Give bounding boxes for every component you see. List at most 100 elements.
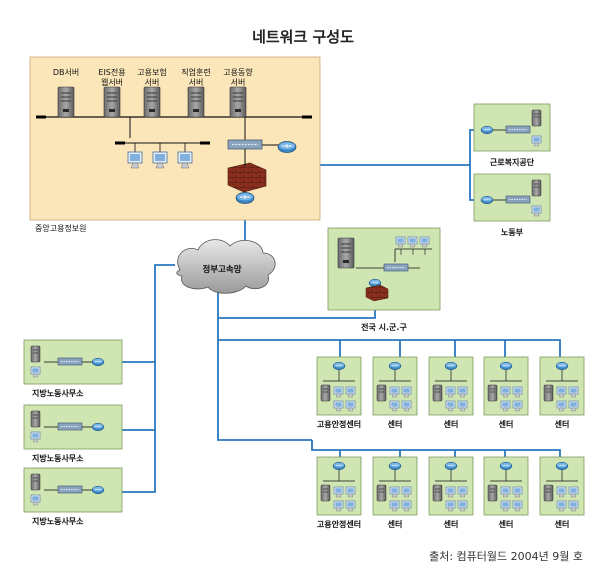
hq-server-label: DB서버 — [53, 67, 79, 77]
labor-office-site — [23, 339, 123, 385]
labor-office-label: 지방노동사무소 — [32, 388, 84, 398]
center-site-row2 — [539, 456, 585, 516]
local-gov-switch-icon — [383, 263, 409, 272]
center-server-icon — [432, 384, 443, 402]
center-label: 센터 — [499, 419, 514, 429]
local-gov-label: 전국 시.군.구 — [361, 322, 407, 332]
office-server-icon — [30, 410, 41, 428]
center-router-icon — [444, 461, 458, 471]
office-router-icon — [91, 485, 105, 495]
center-router-icon — [332, 461, 346, 471]
center-server-icon — [320, 484, 331, 502]
hq-site — [29, 56, 321, 221]
center-router-icon — [388, 361, 402, 371]
center-router-icon — [332, 361, 346, 371]
government-network-cloud: 정부고속망 — [176, 239, 276, 294]
center-label: 센터 — [444, 419, 459, 429]
hq-server-label: 서버 — [145, 77, 160, 87]
labor-office-site — [23, 467, 123, 513]
office-server-icon — [30, 473, 41, 491]
center-server-icon — [432, 484, 443, 502]
center-router-icon — [499, 461, 513, 471]
center-label: 센터 — [388, 519, 403, 529]
site-router-icon — [480, 125, 494, 135]
office-router-icon — [91, 422, 105, 432]
center-server-icon — [376, 384, 387, 402]
center-label: 센터 — [444, 519, 459, 529]
server-icon — [187, 86, 205, 118]
hq-server-label: 서버 — [189, 77, 204, 87]
labor-office-label: 지방노동사무소 — [32, 516, 84, 526]
labor-office-label: 지방노동사무소 — [32, 453, 84, 463]
center-router-icon — [499, 361, 513, 371]
center-server-icon — [543, 484, 554, 502]
center-router-icon — [555, 361, 569, 371]
labor-office-site — [23, 404, 123, 450]
office-switch-icon — [57, 485, 83, 494]
center-server-icon — [376, 484, 387, 502]
right-site-1 — [473, 103, 551, 152]
local-gov-server-icon — [337, 237, 355, 269]
cloud-label: 정부고속망 — [202, 264, 241, 275]
local-gov-firewall-icon — [365, 284, 389, 302]
hq-server-label: 서버 — [231, 77, 246, 87]
center-server-icon — [487, 384, 498, 402]
hq-box — [29, 56, 321, 221]
hq-server-label: 고용동향 — [223, 68, 253, 77]
center-site-row1 — [316, 356, 362, 416]
source-caption: 출처: 컴퓨터월드 2004년 9월 호 — [429, 550, 583, 563]
local-government-site — [327, 227, 441, 311]
site-switch-icon — [505, 125, 531, 134]
center-site-row1 — [483, 356, 529, 416]
hq-gateway-router-icon — [235, 192, 255, 204]
center-server-icon — [543, 384, 554, 402]
diagram-title: 네트워크 구성도 — [252, 28, 354, 46]
right-site-label-1: 근로복지공단 — [490, 157, 535, 167]
office-server-icon — [30, 345, 41, 363]
center-label: 센터 — [555, 519, 570, 529]
right-site-label-2: 노동부 — [501, 228, 524, 237]
office-router-icon — [91, 357, 105, 367]
server-icon — [143, 86, 161, 118]
site-server-icon — [531, 109, 542, 127]
center-router-icon — [388, 461, 402, 471]
server-icon — [103, 86, 121, 118]
center-site-row2 — [428, 456, 474, 516]
hq-server-label: EIS전용 — [98, 67, 125, 77]
center-label: 고용안정센터 — [317, 519, 361, 529]
hq-server-label: 고용보험 — [137, 68, 166, 77]
hq-server-label: 웹서버 — [101, 77, 123, 87]
center-site-row1 — [539, 356, 585, 416]
firewall-icon — [227, 162, 267, 193]
center-label: 고용안정센터 — [317, 419, 361, 429]
center-router-icon — [555, 461, 569, 471]
site-server-icon — [531, 179, 542, 197]
right-site-2 — [473, 173, 551, 222]
hq-lan — [115, 117, 297, 204]
center-site-row2 — [372, 456, 418, 516]
center-site-row1 — [372, 356, 418, 416]
hq-server-label: 직업훈련 — [181, 67, 210, 77]
hq-router-icon — [277, 141, 297, 153]
center-site-row2 — [483, 456, 529, 516]
center-server-icon — [320, 384, 331, 402]
server-icon — [229, 86, 247, 118]
center-site-row2 — [316, 456, 362, 516]
office-switch-icon — [57, 357, 83, 366]
center-server-icon — [487, 484, 498, 502]
site-router-icon — [480, 195, 494, 205]
center-router-icon — [444, 361, 458, 371]
server-icon — [57, 86, 75, 118]
site-switch-icon — [505, 195, 531, 204]
center-label: 센터 — [499, 519, 514, 529]
hq-label: 중앙고용정보원 — [35, 223, 87, 233]
center-label: 센터 — [555, 419, 570, 429]
center-site-row1 — [428, 356, 474, 416]
cloud-icon — [176, 239, 276, 294]
center-label: 센터 — [388, 419, 403, 429]
